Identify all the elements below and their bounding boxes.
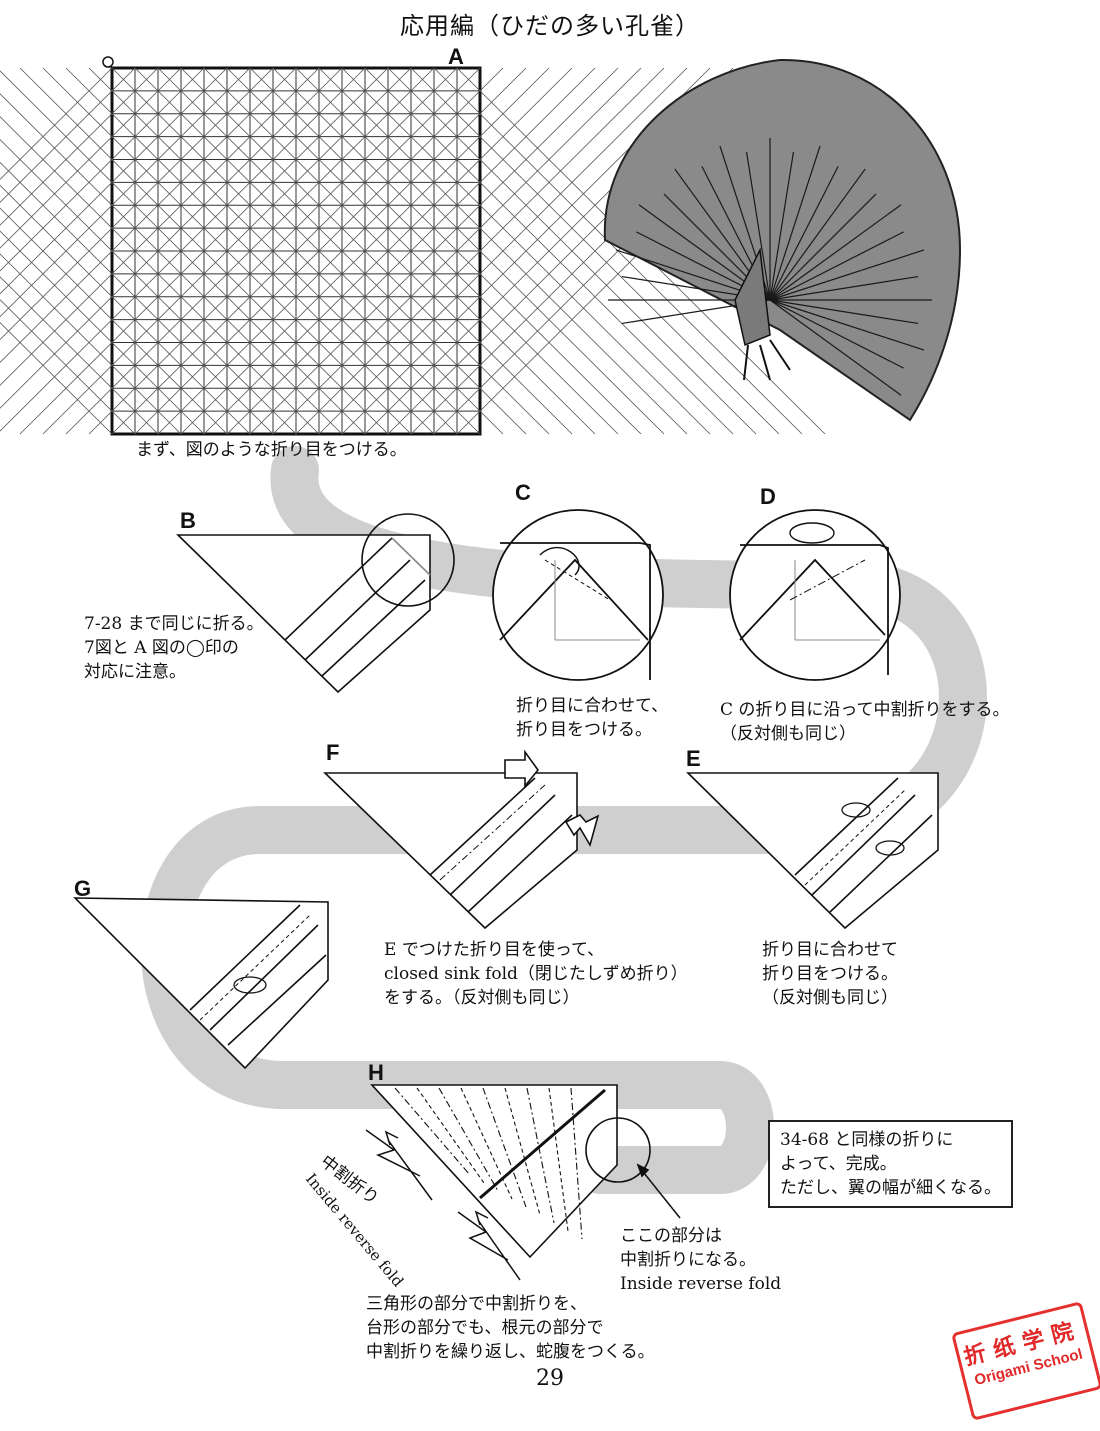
diagram-b <box>176 513 455 694</box>
step-label-d: D <box>760 484 776 509</box>
caption-b: 7-28 まで同じに折る。 7図と A 図の◯印の 対応に注意。 <box>84 614 264 682</box>
step-label-e: E <box>686 746 701 771</box>
step-label-a: A <box>448 44 464 69</box>
caption-d: C の折り目に沿って中割折りをする。 （反対側も同じ） <box>720 700 1010 744</box>
diagram-f <box>323 749 600 930</box>
peacock-illustration <box>603 58 962 422</box>
page-title: 応用編（ひだの多い孔雀） <box>400 12 700 40</box>
completion-note: 34-68 と同様の折りに よって、完成。 ただし、翼の幅が細くなる。 <box>768 1120 1013 1208</box>
caption-f: E でつけた折り目を使って、 closed sink fold（閉じたしずめ折り… <box>384 940 688 1008</box>
corner-circle-mark <box>102 56 114 68</box>
diagram-c <box>492 509 664 681</box>
caption-e: 折り目に合わせて 折り目をつける。 （反対側も同じ） <box>762 940 898 1008</box>
diagram-g <box>73 897 329 1070</box>
step-label-f: F <box>326 740 340 765</box>
pointer-caption-h: ここの部分は 中割折りになる。 Inside reverse fold <box>620 1226 782 1294</box>
page-number: 29 <box>536 1366 564 1391</box>
step-label-b: B <box>180 508 196 533</box>
crease-pattern <box>0 56 826 436</box>
step-label-g: G <box>74 876 92 901</box>
caption-a: まず、図のような折り目をつける。 <box>136 440 407 460</box>
step-label-c: C <box>515 480 531 505</box>
caption-h: 三角形の部分で中割折りを、 台形の部分でも、根元の部分で 中割折りを繰り返し、蛇… <box>366 1294 655 1362</box>
diagram-h <box>365 1084 681 1281</box>
caption-c: 折り目に合わせて、 折り目をつける。 <box>516 696 669 740</box>
step-label-h: H <box>368 1060 384 1085</box>
diagram-d <box>729 509 901 681</box>
diagram-e <box>686 772 939 930</box>
